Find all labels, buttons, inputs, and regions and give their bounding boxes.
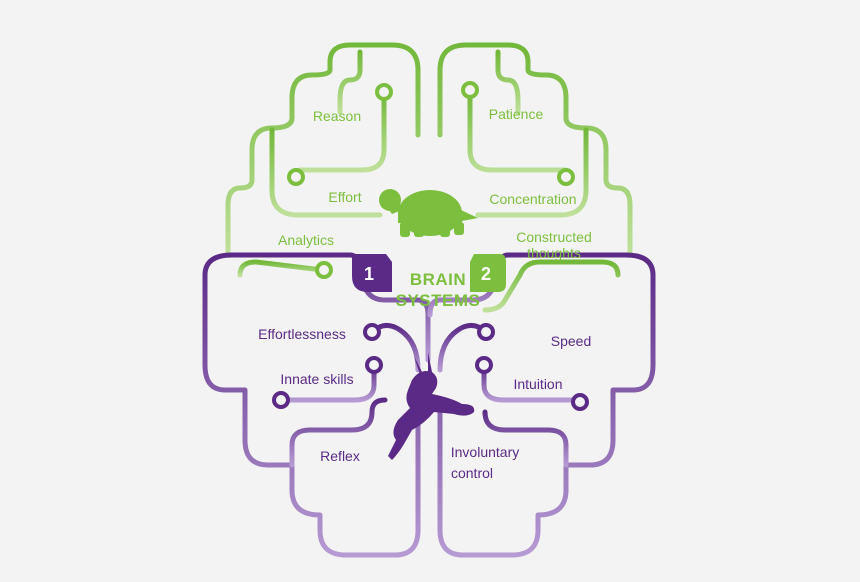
label-intuition: Intuition: [513, 376, 562, 392]
label-speed: Speed: [551, 333, 591, 349]
label-constructed-line2: thoughts: [527, 245, 581, 261]
tortoise-icon: [379, 189, 478, 237]
label-involuntary-line2: control: [451, 465, 493, 481]
label-effortlessness: Effortlessness: [258, 326, 346, 342]
patience-node: [461, 81, 479, 99]
system2-labels: Reason Patience Effort Concentration Ana…: [278, 106, 592, 261]
speed-node: [477, 323, 495, 341]
system2-circuit: [225, 42, 633, 323]
system1-labels: Effortlessness Speed Innate skills Intui…: [258, 326, 591, 481]
reason-node: [375, 83, 393, 101]
effort-node: [287, 168, 305, 186]
label-patience: Patience: [489, 106, 544, 122]
concentration-node: [557, 168, 575, 186]
system1-badge: 1: [352, 254, 392, 292]
label-reason: Reason: [313, 108, 361, 124]
label-reflex: Reflex: [320, 448, 360, 464]
label-effort: Effort: [328, 189, 361, 205]
system2-nodes: [287, 81, 575, 279]
innate-skills-node-top: [365, 356, 383, 374]
label-analytics: Analytics: [278, 232, 334, 248]
intuition-node-right: [571, 393, 589, 411]
badge-two-text: 2: [481, 264, 491, 284]
innate-skills-node-left: [272, 391, 290, 409]
system1-nodes: [272, 323, 589, 411]
effortlessness-node: [363, 323, 381, 341]
title-line1: BRAIN: [410, 270, 466, 289]
label-concentration: Concentration: [489, 191, 576, 207]
hare-icon: [388, 352, 475, 460]
system2-badge: 2: [470, 254, 506, 292]
label-constructed-line1: Constructed: [516, 229, 591, 245]
label-involuntary-line1: Involuntary: [451, 444, 519, 460]
intuition-node-top: [475, 356, 493, 374]
analytics-node: [315, 261, 333, 279]
title-line2: SYSTEMS: [396, 291, 481, 310]
badge-one-text: 1: [364, 264, 374, 284]
label-innate-skills: Innate skills: [280, 371, 353, 387]
